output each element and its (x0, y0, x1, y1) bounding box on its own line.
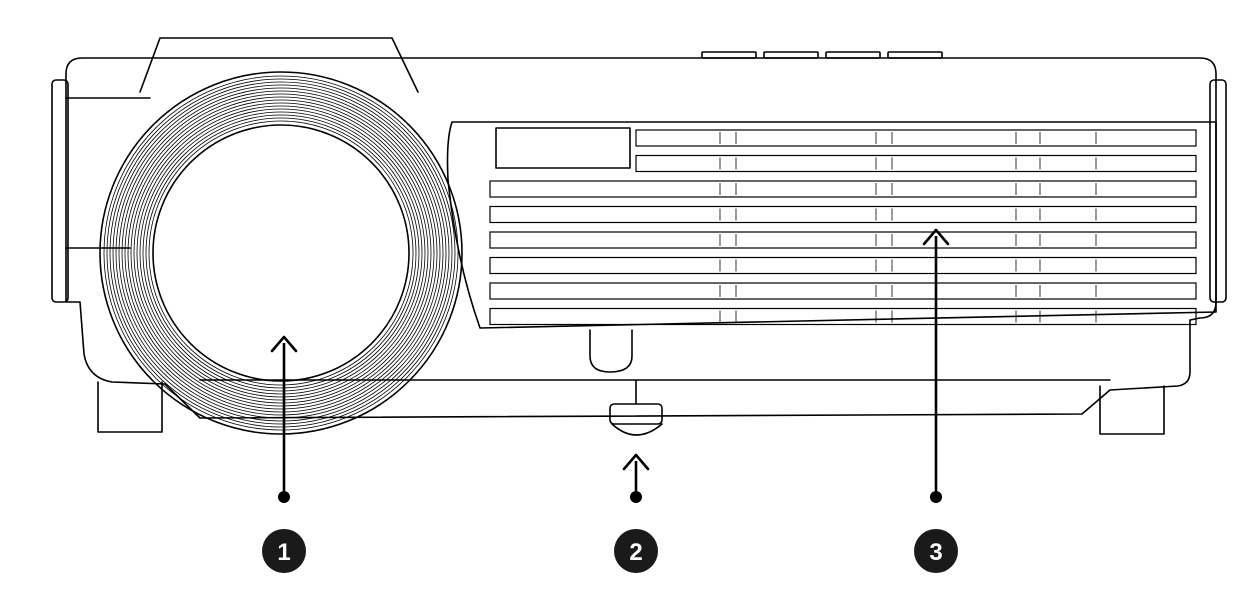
lens-ring (139, 111, 423, 395)
ir-sensor-window (495, 127, 631, 169)
projector-body (65, 57, 1217, 419)
callouts: 1 2 3 (262, 228, 958, 573)
grille-slat (489, 282, 1197, 300)
top-button (763, 51, 819, 59)
grille-slats (489, 129, 1197, 326)
callout-badge (914, 529, 958, 573)
callout-badge (614, 529, 658, 573)
callout-height-adjuster-foot: 2 (614, 453, 658, 573)
callout-dot (278, 491, 290, 503)
lens-glass (152, 124, 410, 382)
left-foot (97, 381, 163, 433)
lens-ring (115, 87, 447, 419)
lens-ring (142, 114, 420, 392)
grille-slat (489, 231, 1197, 249)
callout-dot (930, 491, 942, 503)
callout-arrowhead (922, 228, 950, 246)
lens-ring (124, 96, 438, 410)
adjuster-base (611, 423, 663, 436)
adjuster-knob (609, 403, 663, 425)
top-button (887, 51, 943, 59)
lens-ring (145, 117, 417, 389)
lens-ring (136, 108, 426, 398)
grille-slat (635, 154, 1197, 173)
right-side-bump (1209, 79, 1227, 303)
center-bump (589, 329, 633, 373)
grille-slat (489, 256, 1197, 275)
lens-outer-ring (99, 71, 463, 435)
lens-ring (103, 75, 459, 431)
grille-frame (446, 121, 1217, 329)
callout-arrowhead (270, 335, 298, 353)
lens-ring (148, 120, 414, 386)
lens-ring (133, 105, 429, 401)
lens-hood (139, 37, 419, 93)
grille-slat (489, 205, 1197, 224)
right-foot (1099, 385, 1165, 435)
grille-slat (635, 129, 1197, 147)
callout-number: 3 (929, 539, 942, 566)
left-side-bump (51, 79, 69, 303)
callout-dot (630, 491, 642, 503)
callout-number: 1 (277, 539, 290, 566)
lens-ring (109, 81, 453, 425)
top-button (701, 51, 757, 59)
callout-number: 2 (629, 539, 642, 566)
lens-ring (112, 84, 450, 422)
grille-slat (489, 180, 1197, 198)
lens-ring (118, 90, 444, 416)
callout-ventilation-grille: 3 (914, 228, 958, 573)
height-adjuster (609, 379, 663, 436)
callout-arrowhead (622, 453, 650, 471)
lens-ring (121, 93, 441, 413)
callout-badge (262, 529, 306, 573)
lens-ring (127, 99, 435, 407)
top-button (825, 51, 881, 59)
lens-ring (106, 78, 456, 428)
lens-ring (130, 102, 432, 404)
grille-slat (489, 307, 1197, 326)
top-control-buttons (701, 51, 943, 59)
lens-rings (99, 71, 463, 435)
callout-lens: 1 (262, 335, 306, 573)
